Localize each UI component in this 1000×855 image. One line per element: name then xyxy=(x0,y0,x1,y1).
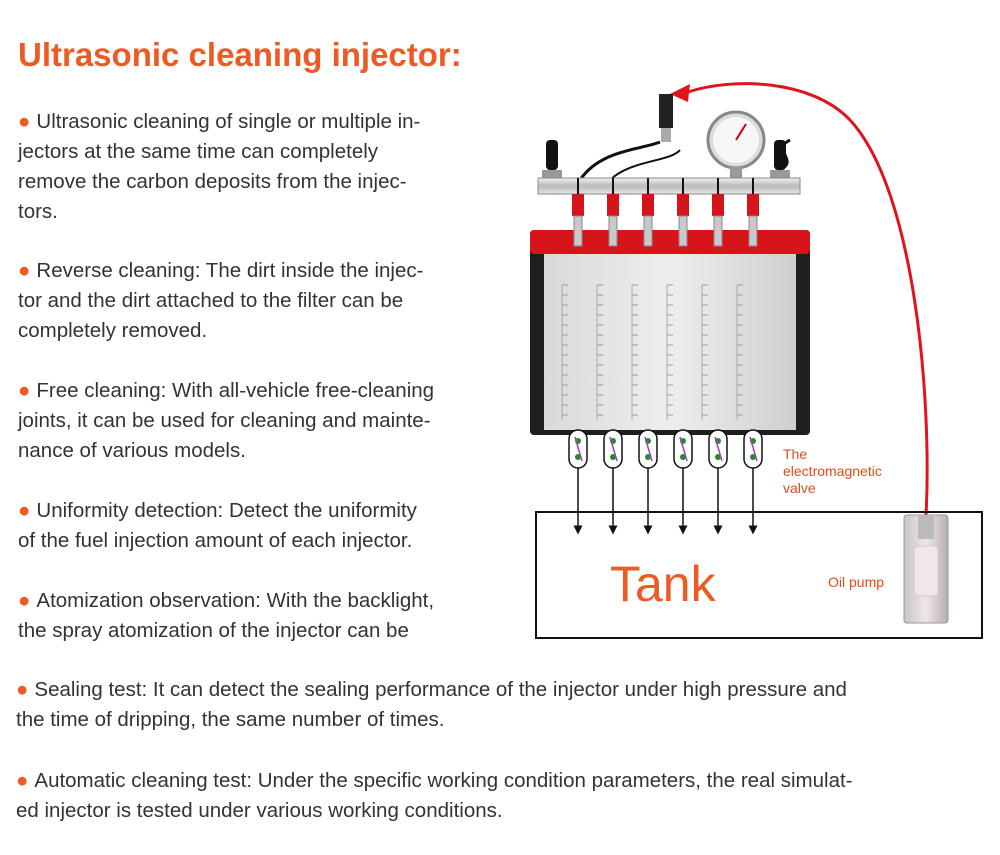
bullet-uniformity-detection: ●Uniformity detection: Detect the unifor… xyxy=(18,499,417,552)
bullet-sealing-test: ●Sealing test: It can detect the sealing… xyxy=(16,678,847,731)
injector-body xyxy=(608,215,618,247)
bullet-dot-icon: ● xyxy=(18,110,31,133)
tank-label: Tank xyxy=(610,556,717,612)
injectors xyxy=(572,178,759,247)
tank-box xyxy=(535,511,983,639)
bullet-dot-icon: ● xyxy=(18,499,31,522)
pressure-sensor xyxy=(659,94,673,142)
bullet-reverse-cleaning: ●Reverse cleaning: The dirt inside the i… xyxy=(18,259,424,342)
injector-cap xyxy=(677,194,689,216)
return-arrow-icon xyxy=(670,84,690,102)
return-line xyxy=(687,82,929,516)
injector-cap xyxy=(572,194,584,216)
injector-body xyxy=(748,215,758,247)
page-title: Ultrasonic cleaning injector: xyxy=(18,36,462,73)
bullet-dot-icon: ● xyxy=(18,379,31,402)
bullet-dot-icon: ● xyxy=(18,259,31,282)
bullet-dot-icon: ● xyxy=(16,769,29,792)
pressure-gauge xyxy=(706,110,766,179)
injector-cap xyxy=(712,194,724,216)
bullet-dot-icon: ● xyxy=(16,678,29,701)
graduation-scales xyxy=(561,284,743,420)
injector-cleaner-diagram: The electromagnetic valve Tank Oil pump xyxy=(530,82,983,639)
injector-cap xyxy=(607,194,619,216)
injector-cap xyxy=(642,194,654,216)
bullet-ultrasonic-cleaning: ●Ultrasonic cleaning of single or multip… xyxy=(18,110,421,223)
injector-body xyxy=(713,215,723,247)
bullet-atomization-observation: ●Atomization observation: With the backl… xyxy=(18,589,435,642)
valve-label: The electromagnetic valve xyxy=(783,446,886,496)
injector-body xyxy=(573,215,583,247)
injector-body xyxy=(643,215,653,247)
injector-cap xyxy=(747,194,759,216)
oil-pump-image xyxy=(903,514,949,624)
injector-body xyxy=(678,215,688,247)
bullet-free-cleaning: ●Free cleaning: With all-vehicle free-cl… xyxy=(18,379,435,462)
bullet-automatic-cleaning-test: ●Automatic cleaning test: Under the spec… xyxy=(16,769,853,822)
electromagnetic-valves xyxy=(568,429,763,535)
fuel-rail xyxy=(537,177,801,195)
oil-pump-label: Oil pump xyxy=(828,574,884,590)
bullet-dot-icon: ● xyxy=(18,589,31,612)
